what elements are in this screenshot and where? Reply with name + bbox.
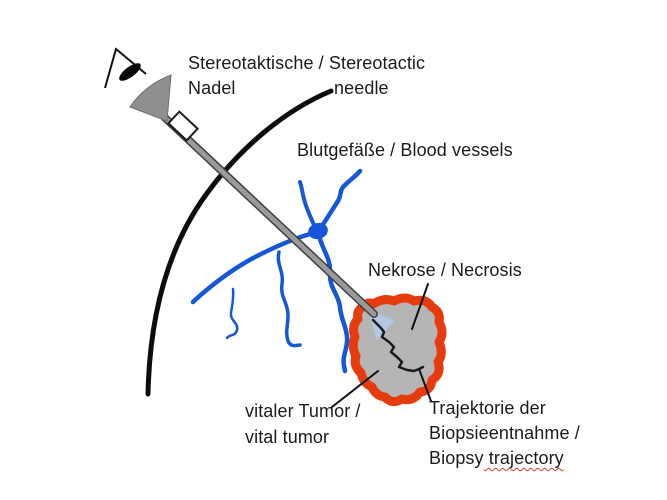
eye-icon (104, 47, 147, 89)
vessel-branch-left (190, 231, 313, 305)
leader-necrosis (411, 283, 429, 330)
skin-arc (145, 88, 334, 397)
biopsy-trajectory-line (371, 318, 425, 373)
vessel-branch-down (317, 236, 350, 374)
label-needle-line1: Stereotaktische / Stereotactic (188, 53, 426, 73)
eye-pupil (119, 63, 141, 81)
vessel-branch-down-left (276, 250, 302, 348)
leader-vital-tumor (331, 370, 379, 408)
leader-lines (331, 283, 432, 408)
label-vital-tumor-line2: vital tumor (245, 427, 330, 447)
vessel-twig-left (225, 287, 239, 340)
needle-core (158, 111, 377, 317)
needle-marker-rect (166, 110, 200, 142)
label-blood-vessels: Blutgefäße / Blood vessels (297, 140, 513, 160)
vessel-branch-upper-left (298, 180, 316, 227)
vessel-branch-upper-right (315, 168, 363, 235)
label-trajectory-word-biopsy: Biopsy (429, 448, 484, 468)
vessel-node (308, 222, 328, 240)
label-trajectory-line2: Biopsieentnahme / (429, 423, 580, 443)
needle-hub-cone (129, 74, 172, 122)
label-trajectory-line3: Biopsy trajectory (429, 447, 564, 469)
leader-trajectory (418, 368, 432, 402)
label-trajectory-line1: Trajektorie der (429, 398, 546, 418)
label-necrosis: Nekrose / Necrosis (368, 260, 522, 280)
label-needle-en: needle (334, 78, 389, 98)
label-trajectory-word-trajectory: trajectory (483, 448, 564, 468)
needle (157, 110, 378, 318)
label-needle-de: Nadel (188, 78, 236, 98)
label-vital-tumor-line1: vitaler Tumor / (245, 401, 361, 421)
tumor-blob (348, 293, 447, 407)
vessel-tree (190, 168, 363, 374)
